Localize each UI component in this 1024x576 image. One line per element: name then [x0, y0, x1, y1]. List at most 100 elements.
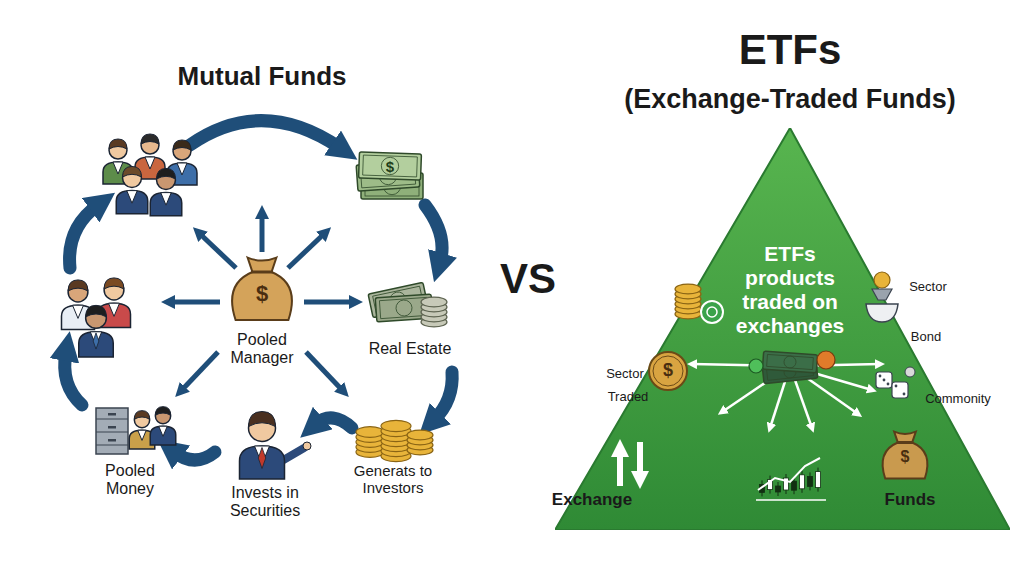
- person-shirt: [127, 191, 138, 204]
- pooled-money-icon: [96, 407, 176, 454]
- person-hair: [157, 168, 176, 179]
- person-shirt: [145, 157, 155, 169]
- coin-green: [701, 301, 723, 323]
- coin-stack: [675, 284, 701, 319]
- bag-tie: [251, 271, 273, 274]
- person-hair: [173, 140, 191, 150]
- money-bundle: [749, 351, 835, 384]
- cabinet-drawer: [96, 419, 128, 420]
- die: [876, 372, 892, 388]
- real-estate-icon: [368, 282, 447, 326]
- radial-arrow: [260, 212, 265, 252]
- radial-arrow: [306, 352, 344, 392]
- coin: [356, 427, 384, 438]
- cabinet-drawer: [96, 445, 128, 446]
- person-icon: [150, 168, 182, 215]
- banknote: [762, 351, 817, 373]
- bag-body: [232, 258, 292, 320]
- dollar-symbol: $: [893, 448, 917, 466]
- return-coins: [356, 420, 433, 461]
- icon-label: Real Estate: [360, 340, 460, 358]
- coin: [675, 284, 701, 294]
- radial-arrow: [168, 300, 220, 305]
- gold-ball: [874, 272, 890, 288]
- die-dot: [879, 375, 882, 378]
- coin-stack: [407, 430, 433, 455]
- bowl-top: [872, 289, 892, 300]
- icon-label: Exchange: [537, 490, 647, 510]
- person-hair: [123, 166, 142, 177]
- person-shirt: [73, 305, 84, 318]
- icon-label: Invests in Securities: [215, 484, 315, 521]
- person-hair: [155, 407, 170, 416]
- triangle-fill: [555, 128, 1010, 530]
- candle-body: [816, 472, 821, 488]
- commodity-bowl: [866, 272, 898, 322]
- coin-stack: [381, 420, 411, 461]
- etf-icons: [620, 272, 927, 500]
- person-shirt: [177, 163, 187, 175]
- person-hair: [109, 139, 127, 149]
- cabinet: [96, 408, 128, 454]
- person-tie: [258, 448, 266, 469]
- coin-stack: [356, 427, 384, 458]
- money-bag: [232, 258, 292, 320]
- mutual-fund-cycle: [62, 121, 453, 479]
- person-body: [79, 332, 114, 357]
- coin-green: [749, 359, 763, 373]
- cycle-arrow: [434, 372, 452, 420]
- heading: ETFs: [680, 26, 900, 74]
- dollar-symbol: $: [656, 360, 680, 381]
- person-hair: [141, 134, 159, 144]
- commodity-dice: [876, 367, 915, 398]
- bowl: [866, 304, 898, 322]
- cycle-arrow: [70, 205, 98, 268]
- banknote-seal: [784, 356, 797, 369]
- investors-group: [103, 134, 197, 216]
- banknote-border: [363, 155, 418, 177]
- icon-label: Commonity: [913, 392, 1003, 407]
- person-body: [116, 191, 148, 214]
- small-coin: [905, 367, 915, 377]
- candle-body: [776, 486, 781, 492]
- person-shirt: [159, 426, 168, 436]
- person-body: [150, 193, 182, 216]
- icon-label: VS: [478, 255, 578, 303]
- radial-arrow: [180, 352, 218, 392]
- drawer-handle: [108, 426, 116, 429]
- icon-label: Sector: [898, 280, 958, 295]
- icon-label: Pooled Manager: [222, 331, 302, 368]
- heading: Mutual Funds: [122, 62, 402, 92]
- money-bag: [883, 432, 928, 479]
- die-dot: [903, 393, 906, 396]
- heading: (Exchange-Traded Funds): [575, 84, 1005, 115]
- person-tie: [93, 333, 99, 349]
- dollar-coin: [649, 352, 687, 390]
- person-icon: [79, 305, 114, 357]
- candle-body: [792, 481, 797, 490]
- dollar-coin-rim: [653, 356, 683, 386]
- die-dot: [887, 383, 890, 386]
- die-dot: [895, 385, 898, 388]
- coin-orange: [817, 351, 835, 369]
- bag-tie: [897, 441, 913, 444]
- banknote: [359, 152, 422, 180]
- price-chart: [756, 458, 826, 500]
- cycle-arrow: [425, 205, 442, 262]
- banknote-seal: [395, 299, 412, 316]
- person-hair: [86, 305, 107, 317]
- die: [892, 382, 908, 398]
- icon-label: Funds: [870, 490, 950, 510]
- money-stack: [356, 152, 423, 199]
- dollar-symbol: $: [247, 281, 277, 306]
- die-dot: [883, 379, 886, 382]
- coin-stack: [421, 297, 447, 327]
- person-hair: [68, 280, 88, 291]
- manager-figure: [240, 412, 312, 480]
- banknote-paper: [762, 351, 817, 373]
- icon-label: Traded: [598, 390, 658, 405]
- drawer-handle: [108, 413, 116, 416]
- coin: [407, 430, 433, 440]
- coin-green-inner: [707, 307, 717, 317]
